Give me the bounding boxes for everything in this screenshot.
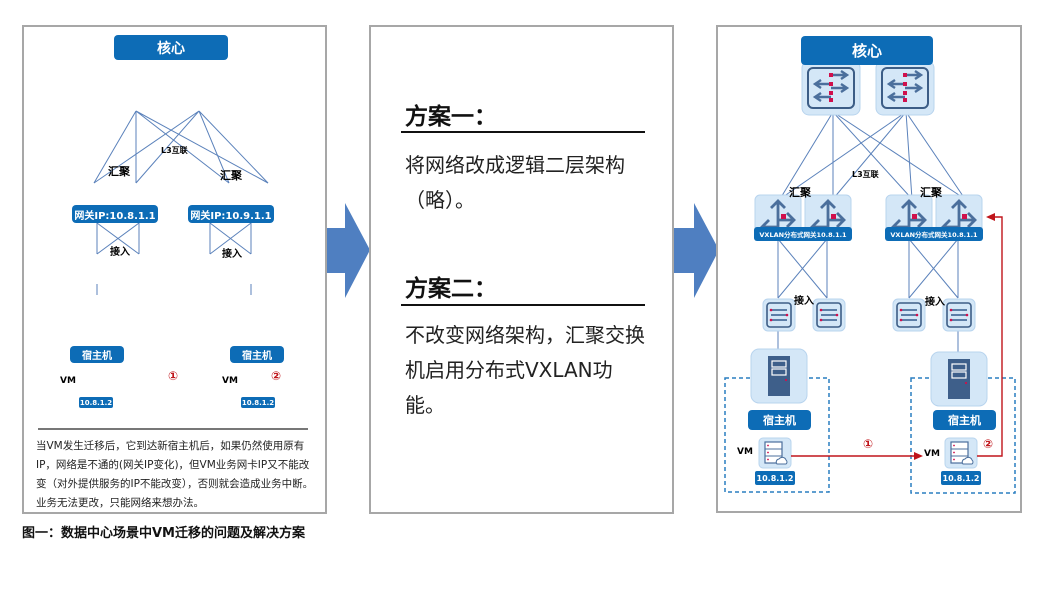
solutions-panel: 方案一： 将网络改成逻辑二层架构（略）。 方案二： 不改变网络架构，汇聚交换机启… xyxy=(369,25,674,514)
figure-caption: 图一：数据中心场景中VM迁移的问题及解决方案 xyxy=(22,526,305,541)
core-agg-links xyxy=(93,110,269,184)
vm-label: VM xyxy=(60,376,76,386)
host-label: 宿主机 xyxy=(933,410,996,430)
step-1-marker: ① xyxy=(168,369,179,383)
aggregation-label: 汇聚 xyxy=(920,186,942,199)
core-label: 核心 xyxy=(114,35,228,60)
vm-ip-label: 10.8.1.2 xyxy=(79,397,113,408)
scheme-1-title: 方案一： xyxy=(405,104,497,130)
vm-ip-label: 10.8.1.2 xyxy=(941,471,981,485)
vxlan-gateway-label: VXLAN分布式网关10.8.1.1 xyxy=(885,227,983,241)
right-arrow-icon xyxy=(672,203,719,298)
vm-label: VM xyxy=(737,447,753,457)
agg-access-links xyxy=(96,222,252,295)
gateway-path xyxy=(977,216,1003,457)
step-2-marker: ② xyxy=(271,369,282,383)
vm-icon xyxy=(758,437,792,469)
problem-panel: 核心 L3互联 汇聚 汇聚 网关IP:10.8.1.1 网关IP:10.9.1.… xyxy=(22,25,327,514)
network-topology-right xyxy=(724,59,1016,494)
aggregation-label: 汇聚 xyxy=(220,169,242,182)
access-label: 接入 xyxy=(222,249,242,260)
core-switch-icon xyxy=(800,59,862,117)
access-switch-icon xyxy=(812,298,846,332)
vm-label: VM xyxy=(924,449,940,459)
access-label: 接入 xyxy=(110,247,130,258)
host-label: 宿主机 xyxy=(748,410,811,430)
access-switch-icon xyxy=(942,298,976,332)
core-agg-links xyxy=(779,111,966,200)
l3-interconnect-label: L3互联 xyxy=(852,170,879,179)
solution-topology-panel: 核心 L3互联 汇聚 汇聚 VXLAN分布式网关10.8.1.1 VXLAN分布… xyxy=(716,25,1022,513)
scheme-2-underline xyxy=(401,304,645,306)
problem-description: 当VM发生迁移后，它到达新宿主机后，如果仍然使用原有IP，网络是不通的(网关IP… xyxy=(36,440,314,509)
l3-interconnect-label: L3互联 xyxy=(161,146,188,155)
scheme-2-title: 方案二： xyxy=(405,276,497,302)
host-label: 宿主机 xyxy=(70,346,124,363)
arrowhead-icon xyxy=(986,213,995,221)
divider xyxy=(38,428,308,430)
scheme-1-body: 将网络改成逻辑二层架构（略）。 xyxy=(405,153,625,212)
host-label: 宿主机 xyxy=(230,346,284,363)
host-server-icon xyxy=(930,351,988,407)
vm-label: VM xyxy=(222,376,238,386)
core-switch-icon xyxy=(874,59,936,117)
access-switch-icon xyxy=(892,298,926,332)
vxlan-gateway-label: VXLAN分布式网关10.8.1.1 xyxy=(754,227,852,241)
access-switch-icon xyxy=(762,298,796,332)
arrowhead-icon xyxy=(914,452,923,460)
gateway-ip-label: 网关IP:10.8.1.1 xyxy=(72,205,158,223)
step-1-marker: ① xyxy=(863,437,874,451)
access-label: 接入 xyxy=(794,296,814,307)
scheme-1-underline xyxy=(401,131,645,133)
right-arrow-icon xyxy=(322,203,370,298)
access-label: 接入 xyxy=(925,297,945,308)
vm-icon xyxy=(944,437,978,469)
aggregation-label: 汇聚 xyxy=(108,165,130,178)
host-server-icon xyxy=(750,348,808,404)
vm-ip-label: 10.8.1.2 xyxy=(241,397,275,408)
core-label: 核心 xyxy=(801,36,933,65)
scheme-2-body: 不改变网络架构，汇聚交换机启用分布式VXLAN功能。 xyxy=(405,323,645,417)
network-topology-left xyxy=(93,110,269,295)
step-2-marker: ② xyxy=(983,437,994,451)
vm-ip-label: 10.8.1.2 xyxy=(755,471,795,485)
gateway-ip-label: 网关IP:10.9.1.1 xyxy=(188,205,274,223)
aggregation-label: 汇聚 xyxy=(789,186,811,199)
